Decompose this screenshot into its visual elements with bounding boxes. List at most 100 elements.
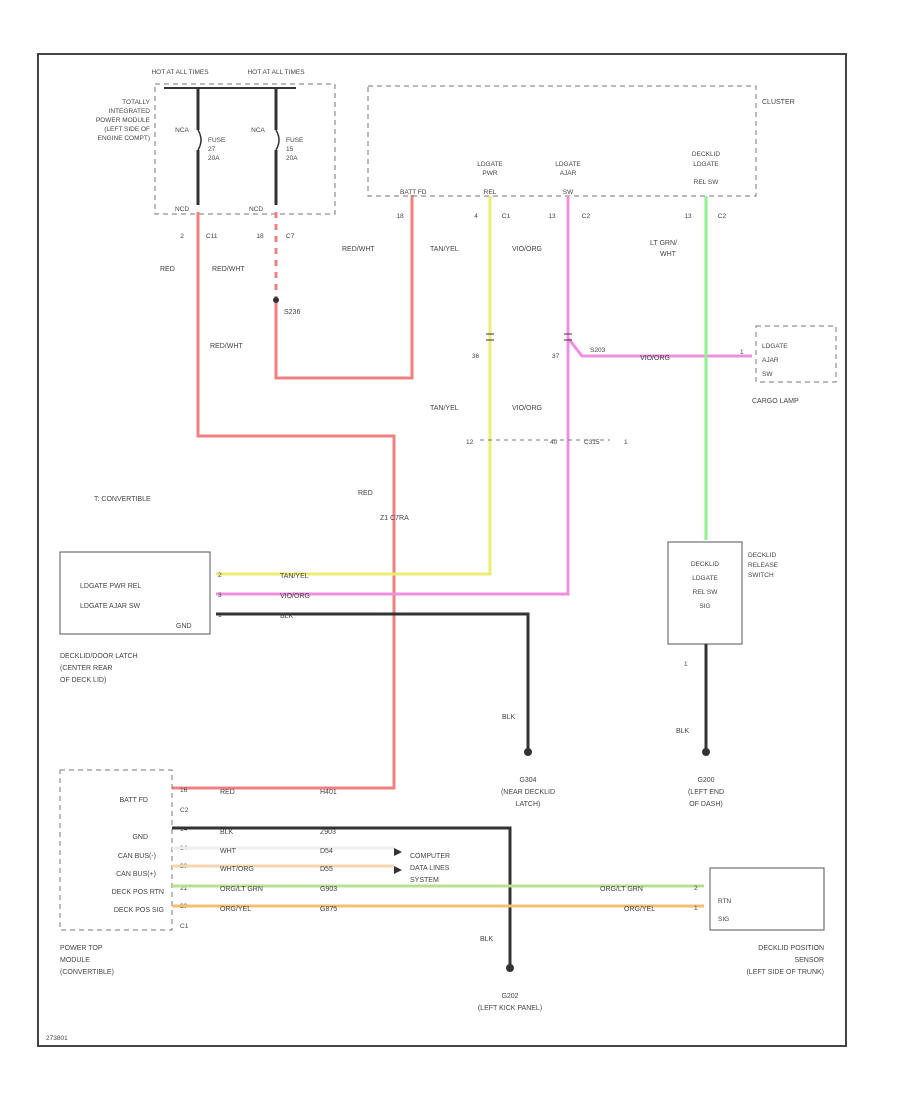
red-wht-wire-cluster [274, 195, 414, 380]
wire-label-red-1: RED [160, 266, 175, 273]
cluster-deck-pin: 13 [684, 213, 692, 220]
computer-data-1: COMPUTER [410, 853, 450, 860]
g304-title-2: (NEAR DECKLID [501, 789, 555, 796]
cluster-deck-1: DECKLID [692, 151, 720, 158]
latch-wire-tanyel: TAN/YEL [280, 573, 309, 580]
pin-36: 36 [472, 353, 480, 360]
latch-wire-violorg: VIO/ORG [280, 593, 310, 600]
fuse-27-label-3: 20A [208, 155, 220, 162]
tipm-title-1: TOTALLY [122, 99, 150, 106]
cluster-batt-pin: 18 [396, 213, 404, 220]
computer-data-3: SYSTEM [410, 877, 439, 884]
g202-title-2: (LEFT KICK PANEL) [478, 1005, 542, 1012]
cluster-pwr-2: PWR [482, 170, 497, 177]
ptm-title-2: MODULE [60, 957, 90, 964]
ptm-c-sig: G875 [320, 906, 337, 913]
ptm-c-canm: D54 [320, 848, 333, 855]
latch-wire-blk: BLK [280, 613, 294, 620]
wire-label-red-2: RED [358, 490, 373, 497]
decklid-position-sensor: RTN SIG ORG/LT GRN ORG/YEL 2 1 DECKLID P… [600, 867, 825, 976]
wire-label-violorg-3: VIO/ORG [512, 405, 542, 412]
release-gnd-wire-label: BLK [676, 728, 690, 735]
cluster-title: CLUSTER [762, 99, 795, 106]
release-title-2: RELEASE [748, 562, 779, 569]
cargo-lamp-outline [755, 325, 837, 383]
g304-title-1: G304 [519, 777, 536, 784]
sensor-rtn: RTN [718, 898, 732, 905]
ptm-pin-rtn: 21 [180, 885, 188, 892]
ptm-gnd-wire-label: BLK [480, 936, 494, 943]
fuse-27-symbol [197, 129, 202, 151]
tipm-title-5: ENGINE COMPT) [98, 135, 150, 142]
cluster-pwr-pin: 4 [474, 213, 478, 220]
tipm-title-2: INTEGRATED [109, 108, 151, 115]
sensor-w-rtn: ORG/LT GRN [600, 886, 643, 893]
sensor-title-3: (LEFT SIDE OF TRUNK) [746, 969, 824, 976]
g200-ground [702, 748, 710, 756]
computer-data-2: DATA LINES [410, 865, 450, 872]
wire-label-tanyel-2: TAN/YEL [430, 405, 459, 412]
ptm-w-rtn: ORG/LT GRN [220, 886, 263, 893]
latch-pin-3: 3 [218, 592, 222, 599]
ptm-row-rtn: DECK POS RTN [112, 889, 164, 896]
g200-title-3: OF DASH) [689, 801, 722, 808]
release-title-1: DECKLID [748, 552, 776, 559]
pin-12: 12 [466, 439, 474, 446]
wire-label-z1: Z1 C7RA [380, 515, 409, 522]
violorg-cargo-branch [566, 337, 752, 358]
cluster-outline [367, 85, 757, 197]
power-top-module: BATT FD C2 GND CAN BUS(-) CAN BUS(+) DEC… [59, 769, 704, 1012]
red-wire-group: RED RED/WHT S236 RED/WHT RED/WHT RED Z1 … [160, 195, 414, 790]
ptm-batt-label: BATT FD [119, 797, 148, 804]
latch-pin-2: 2 [218, 572, 222, 579]
ptm-c-batt: H401 [320, 789, 337, 796]
tanyel-wire [216, 196, 492, 576]
ptm-title-3: (CONVERTIBLE) [60, 969, 114, 976]
latch-gnd-wire [216, 612, 530, 752]
ptm-pin-batt: 16 [180, 787, 188, 794]
cargo-line-1: LDGATE [762, 343, 788, 350]
g200-title-1: G200 [697, 777, 714, 784]
cluster-pwr-1: LDGATE [477, 161, 503, 168]
splice-s203-label: S203 [590, 347, 606, 354]
connector-c315-pin: 1 [624, 439, 628, 446]
tipm-title-3: POWER MODULE [96, 117, 151, 124]
latch-title-1: DECKLID/DOOR LATCH [60, 653, 138, 660]
decklid-release-switch: DECKLID LDGATE REL SW SIG DECKLID RELEAS… [667, 541, 779, 808]
release-line-4: SIG [699, 603, 710, 610]
wire-label-violorg-1: VIO/ORG [512, 246, 542, 253]
ptm-w-canm: WHT [220, 848, 237, 855]
tipm-c11-conn: C11 [206, 233, 218, 240]
tipm-outline [154, 83, 336, 215]
wire-label-ltgrn-1: LT GRN/ [650, 240, 677, 247]
fuse-15-label-3: 20A [286, 155, 298, 162]
canp-arrow [394, 866, 402, 874]
ptm-c-rtn: G903 [320, 886, 337, 893]
signal-wires: TAN/YEL VIO/ORG LT GRN/ WHT 36 37 S203 V… [94, 196, 752, 596]
tipm-nca-2: NCA [251, 127, 265, 134]
decklid-latch: LDGATE PWR REL LDGATE AJAR SW GND 2 3 1 … [59, 551, 555, 808]
cluster-ajar-2: AJAR [560, 170, 577, 177]
connector-c315-label: C315 [584, 439, 600, 446]
tipm-pin-2: NCD [249, 206, 263, 213]
cluster-pwr-3: REL [484, 189, 497, 196]
tipm-hot-label-2: HOT AT ALL TIMES [247, 69, 305, 76]
ptm-c-gnd: Z903 [320, 829, 336, 836]
wire-label-redwht-3: RED/WHT [342, 246, 375, 253]
sensor-title-2: SENSOR [794, 957, 824, 964]
ptm-w-canp: WHT/ORG [220, 866, 254, 873]
ptm-title-1: POWER TOP [60, 945, 103, 952]
ptm-row-canp: CAN BUS(+) [116, 871, 156, 878]
latch-title-2: (CENTER REAR [60, 665, 113, 672]
diagram-frame [37, 53, 847, 1047]
g200-title-2: (LEFT END [688, 789, 724, 796]
wire-label-redwht-1: RED/WHT [212, 266, 245, 273]
cluster-pwr-conn: C1 [502, 213, 511, 220]
connector-37-mark [564, 333, 572, 341]
tipm-c7-conn: C7 [286, 233, 295, 240]
latch-row-3: GND [176, 623, 192, 630]
connector-36-mark [486, 333, 494, 341]
g304-ground [524, 748, 532, 756]
ptm-w-batt: RED [220, 789, 235, 796]
